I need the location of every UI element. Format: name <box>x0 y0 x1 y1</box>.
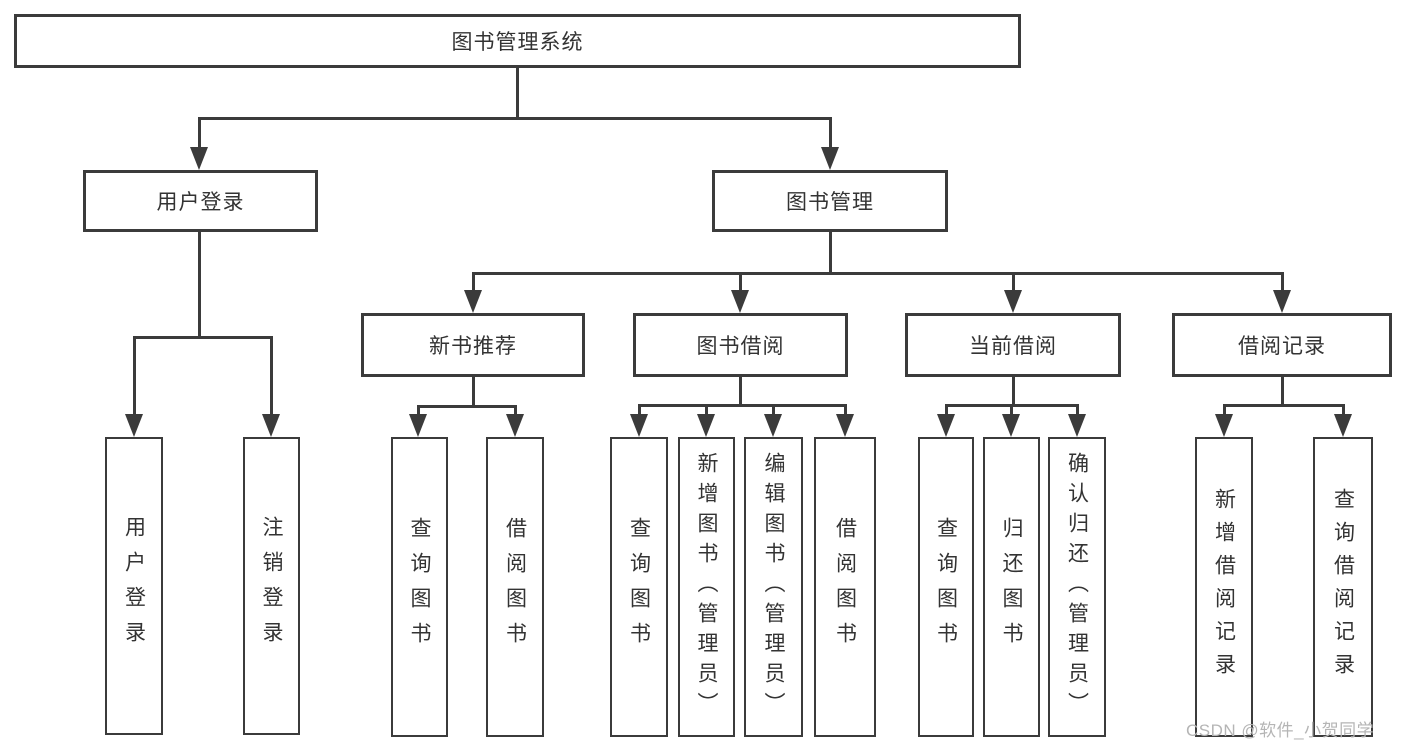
arrowhead-icon <box>937 414 955 437</box>
node-borrow-records: 借阅记录 <box>1172 313 1392 377</box>
connector-line <box>416 405 517 408</box>
connector-line <box>1341 404 1345 417</box>
node-label: 用户登录 <box>122 516 146 656</box>
leaf-edit-books-admin: 编辑图书（管理员） <box>744 437 803 737</box>
leaf-return-books: 归还图书 <box>983 437 1040 737</box>
connector-line <box>197 232 201 339</box>
connector-line <box>416 405 420 417</box>
connector-line <box>843 404 847 417</box>
arrowhead-icon <box>731 290 749 313</box>
connector-line <box>771 404 775 417</box>
node-label: 归还图书 <box>1000 517 1023 657</box>
arrowhead-icon <box>1002 414 1020 437</box>
connector-line <box>704 404 708 417</box>
connector-line <box>637 404 641 417</box>
node-current-borrowing: 当前借阅 <box>905 313 1121 377</box>
arrowhead-icon <box>697 414 715 437</box>
node-new-book-recommend: 新书推荐 <box>361 313 585 377</box>
node-label: 新增图书（管理员） <box>695 452 718 722</box>
arrowhead-icon <box>1273 290 1291 313</box>
node-library-management-system: 图书管理系统 <box>14 14 1021 68</box>
connector-line <box>515 68 519 120</box>
connector-line <box>1075 404 1079 417</box>
arrowhead-icon <box>464 290 482 313</box>
arrowhead-icon <box>506 414 524 437</box>
node-label: 查询图书 <box>408 517 431 657</box>
connector-line <box>471 272 1284 275</box>
leaf-add-borrow-record: 新增借阅记录 <box>1195 437 1253 737</box>
leaf-query-books-recommend: 查询图书 <box>391 437 448 737</box>
arrowhead-icon <box>1215 414 1233 437</box>
connector-line <box>132 336 136 417</box>
node-user-login: 用户登录 <box>83 170 318 232</box>
node-label: 用户登录 <box>156 191 245 214</box>
leaf-borrow-books-recommend: 借阅图书 <box>486 437 544 737</box>
leaf-user-login: 用户登录 <box>105 437 163 735</box>
arrowhead-icon <box>821 147 839 170</box>
arrowhead-icon <box>1068 414 1086 437</box>
connector-line <box>1280 377 1284 407</box>
connector-line <box>1011 377 1015 407</box>
node-label: 查询图书 <box>934 517 958 657</box>
arrowhead-icon <box>409 414 427 437</box>
arrowhead-icon <box>262 414 280 437</box>
connector-line <box>132 336 273 339</box>
connector-line <box>197 117 201 150</box>
arrowhead-icon <box>836 414 854 437</box>
connector-line <box>197 117 832 120</box>
node-label: 新增借阅记录 <box>1212 488 1236 686</box>
leaf-borrow-books: 借阅图书 <box>814 437 876 737</box>
connector-line <box>1011 272 1015 293</box>
node-label: 图书管理 <box>786 191 874 214</box>
leaf-add-books-admin: 新增图书（管理员） <box>678 437 735 737</box>
arrowhead-icon <box>1004 290 1022 313</box>
node-label: 确认归还（管理员） <box>1065 452 1089 722</box>
node-label: 编辑图书（管理员） <box>762 452 785 722</box>
connector-line <box>1280 272 1284 293</box>
node-label: 借阅图书 <box>503 517 527 657</box>
connector-line <box>1222 404 1226 417</box>
connector-line <box>637 404 847 407</box>
node-label: 借阅图书 <box>833 517 857 657</box>
leaf-query-books-borrow: 查询图书 <box>610 437 668 737</box>
arrowhead-icon <box>764 414 782 437</box>
node-label: 注销登录 <box>260 516 283 656</box>
connector-line <box>738 377 742 407</box>
arrowhead-icon <box>1334 414 1352 437</box>
connector-line <box>471 377 475 408</box>
node-book-borrowing: 图书借阅 <box>633 313 848 377</box>
connector-line <box>738 272 742 293</box>
leaf-query-books-current: 查询图书 <box>918 437 974 737</box>
connector-line <box>269 336 273 417</box>
arrowhead-icon <box>125 414 143 437</box>
connector-line <box>471 272 475 293</box>
arrowhead-icon <box>190 147 208 170</box>
node-label: 图书借阅 <box>696 335 785 358</box>
leaf-logout: 注销登录 <box>243 437 300 735</box>
connector-line <box>944 404 948 417</box>
connector-line <box>1222 404 1345 407</box>
node-label: 当前借阅 <box>969 335 1057 358</box>
connector-line <box>828 117 832 150</box>
node-book-management: 图书管理 <box>712 170 948 232</box>
node-label: 新书推荐 <box>429 335 517 358</box>
connector-line <box>828 232 832 275</box>
node-label: 查询借阅记录 <box>1331 488 1355 686</box>
connector-line <box>1009 404 1013 417</box>
leaf-query-borrow-record: 查询借阅记录 <box>1313 437 1373 737</box>
node-label: 查询图书 <box>627 517 651 657</box>
arrowhead-icon <box>630 414 648 437</box>
watermark: CSDN @软件_小贺同学 <box>1186 721 1375 740</box>
leaf-confirm-return-admin: 确认归还（管理员） <box>1048 437 1106 737</box>
connector-line <box>513 405 517 417</box>
node-label: 图书管理系统 <box>451 31 584 54</box>
node-label: 借阅记录 <box>1238 335 1326 358</box>
